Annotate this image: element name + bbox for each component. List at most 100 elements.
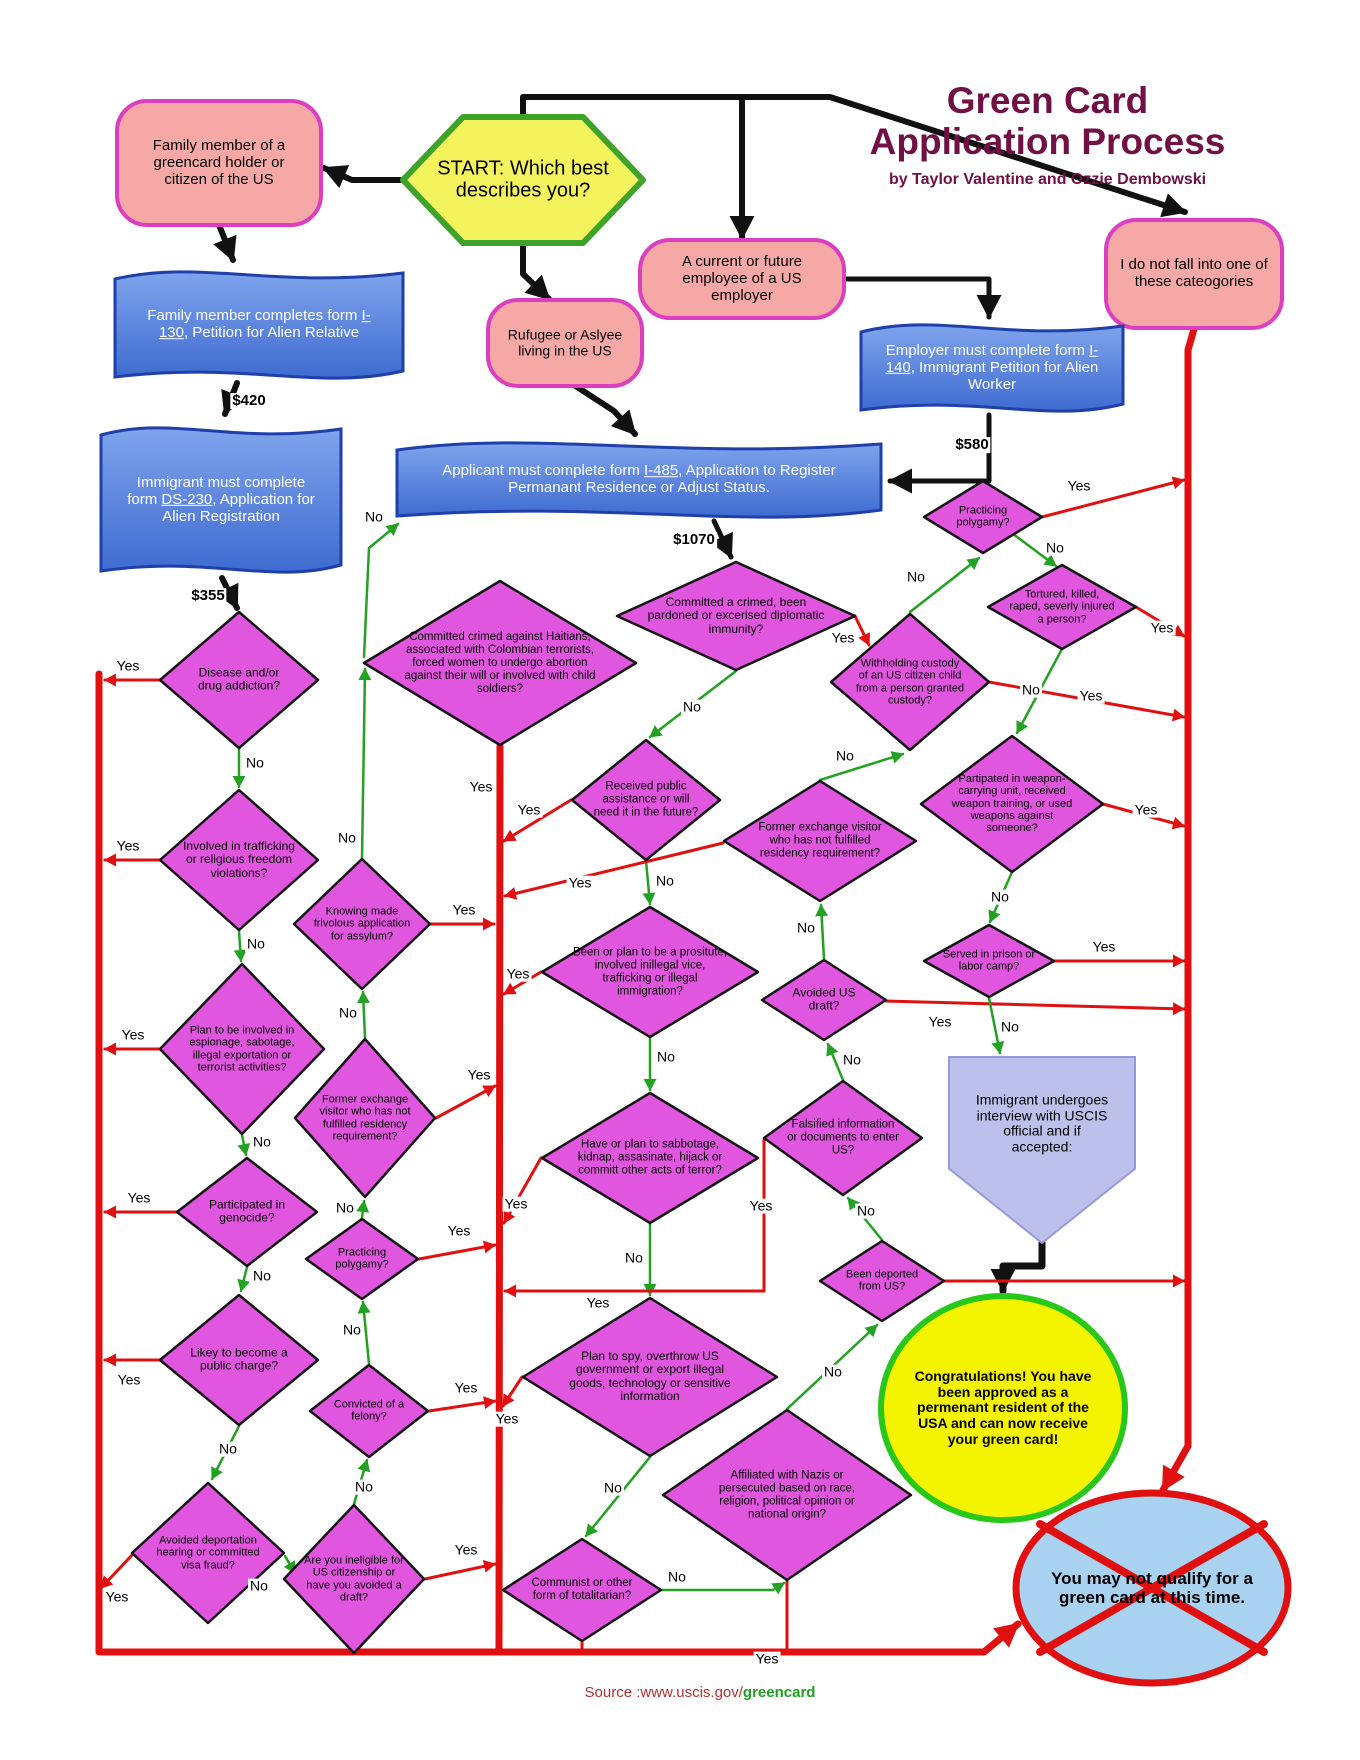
source-highlight: greencard [742,1684,816,1701]
label-interview: Immigrant undergoes interview with USCIS… [975,1091,1109,1155]
edge-exchange1-no [818,751,905,782]
edge-spy-yes [501,1375,524,1408]
label-start: START: Which best describes you? [437,157,609,202]
label-d-nazi: Affiliated with Nazis or persecuted base… [718,1469,856,1520]
label-form-i140: Employer must complete form I-140, Immig… [885,341,1099,393]
edge-label-espionage-yes: Yes [119,1026,147,1043]
edge-label-ineligible-yes: Yes [452,1541,480,1558]
label-d-trafficking: Involved in trafficking or religious fre… [183,838,295,880]
edge-communist-no [660,1581,786,1595]
source-line: Source :www.uscis.gov/greencard [585,1684,816,1701]
edge-label-crime-yes: Yes [829,629,857,646]
label-part: Immigrant must complete form [127,473,306,508]
label-d-public-charge: Likey to become a public charge? [190,1345,288,1373]
shape-d-spy [521,1296,779,1458]
shape-d-disease [158,610,320,750]
edge-label-frivolous-yes: Yes [450,901,478,918]
edge-trunk-left [95,670,1022,1656]
shape-d-falsified [762,1079,924,1197]
label-part: I-485, [643,462,683,480]
label-part: Application to Register Permanant Reside… [508,462,836,496]
edge-label-polygamy2-yes: Yes [445,1222,473,1239]
edge-label-falsified-yes: Yes [747,1197,775,1214]
edge-exchange1-yes [503,841,725,900]
label-d-communist: Communist or other form of totalitarian? [531,1577,633,1602]
shape-d-public-assist [570,738,722,862]
label-d-prison: Served in prison or labor camp? [942,948,1036,973]
edge-label-custody-yes: Yes [1077,687,1105,704]
shape-cat-family [115,99,323,227]
edge-label-exchange1-no: No [834,747,856,764]
edge-label-exchange2-no: No [337,1004,359,1021]
title-line2: Application Process [869,121,1226,163]
edge-label-weapons-yes: Yes [1132,801,1160,818]
byline: by Taylor Valentine and Ozzie Dembowski [888,170,1207,188]
shape-d-trafficking [158,788,320,932]
edge-deported-no [846,1196,884,1242]
shape-start [400,114,646,246]
edge-label-weapons-no: No [989,888,1011,905]
edge-crime-yes [853,614,871,647]
label-d-polygamy2: Practicing polygamy? [335,1246,389,1271]
edge-label-publicassist-yes: Yes [515,801,543,818]
label-part: Employer must complete form [885,341,1090,359]
edge-ineligible-yes [423,1559,497,1581]
edge-label-falsified-no: No [841,1051,863,1068]
label-d-custody: Withholding custody of an US citizen chi… [855,657,965,707]
edge-label-publicassist-no: No [654,872,676,889]
label-d-haitians: Committed crimed against Haitians, assoc… [404,630,596,695]
label-part: DS-230 [161,490,213,508]
label-part: Family member completes form [147,307,362,325]
edge-label-exchange2-yes: Yes [465,1066,493,1083]
shape-cat-refugee [486,298,644,388]
label-form-i130: Family member completes form I-130, Peti… [140,307,378,342]
edge-draft-yes [884,999,1186,1016]
edge-label-polygamy1-no: No [1044,539,1066,556]
edge-start-employee [520,94,755,241]
edge-label-genocide-no: No [251,1267,273,1284]
shape-d-deportation [130,1481,286,1625]
edge-label-tortured-no: No [1020,681,1042,698]
edge-frivolous-no [358,667,372,860]
edge-label-terror-no: No [623,1249,645,1266]
shape-d-terror [540,1091,760,1225]
edge-polygamy1-yes [1040,476,1186,519]
edge-label-espionage-no: No [251,1133,273,1150]
shape-d-polygamy2 [304,1217,420,1301]
edge-felony-no [357,1300,371,1366]
edge-label-felony-yes: Yes [452,1379,480,1396]
edge-polygamy2-yes [417,1240,497,1261]
label-d-weapons: Partipated in weapon-carrying unit, rece… [951,773,1073,835]
edge-label-felony-no: No [341,1321,363,1338]
shape-form-i485 [395,441,883,519]
edge-publicassist-yes [502,798,573,843]
edge-label-trunk-mid: Yes [467,778,495,795]
edge-label-draft-yes: Yes [926,1013,954,1030]
edge-label-draft-no: No [795,919,817,936]
shape-d-custody [829,612,991,752]
shape-congrats [878,1293,1128,1523]
x-mark-line [1036,1520,1268,1656]
edge-deportation-yes [99,1552,135,1590]
shape-interview [948,1056,1136,1245]
edge-label-disease-yes: Yes [114,657,142,674]
edge-haitians-no [362,522,400,659]
shape-d-exchange1 [722,779,918,903]
edge-refugee-i485 [571,382,638,437]
title-line1: Green Card [946,80,1149,121]
label-d-public-assist: Received public assistance or will need … [593,780,699,819]
edge-espionage-no [237,1133,251,1157]
page-title: Green Card Application Process by Taylor… [845,80,1250,189]
edge-label-prostitute-no: No [655,1048,677,1065]
shape-form-ds230 [99,426,343,574]
fee-label: $420 [230,392,268,410]
shape-d-prison [922,923,1056,999]
shape-d-crime [615,560,857,672]
label-cat-employee: A current or future employee of a US emp… [681,252,803,304]
fee-label: $580 [953,436,991,454]
label-cat-none: I do not fall into one of these cateogor… [1120,256,1268,290]
shape-d-frivolous [292,857,432,991]
label-d-deported: Been deported from US? [845,1268,919,1293]
shape-cat-none [1104,218,1284,330]
edge-label-disease-no: No [244,754,266,771]
